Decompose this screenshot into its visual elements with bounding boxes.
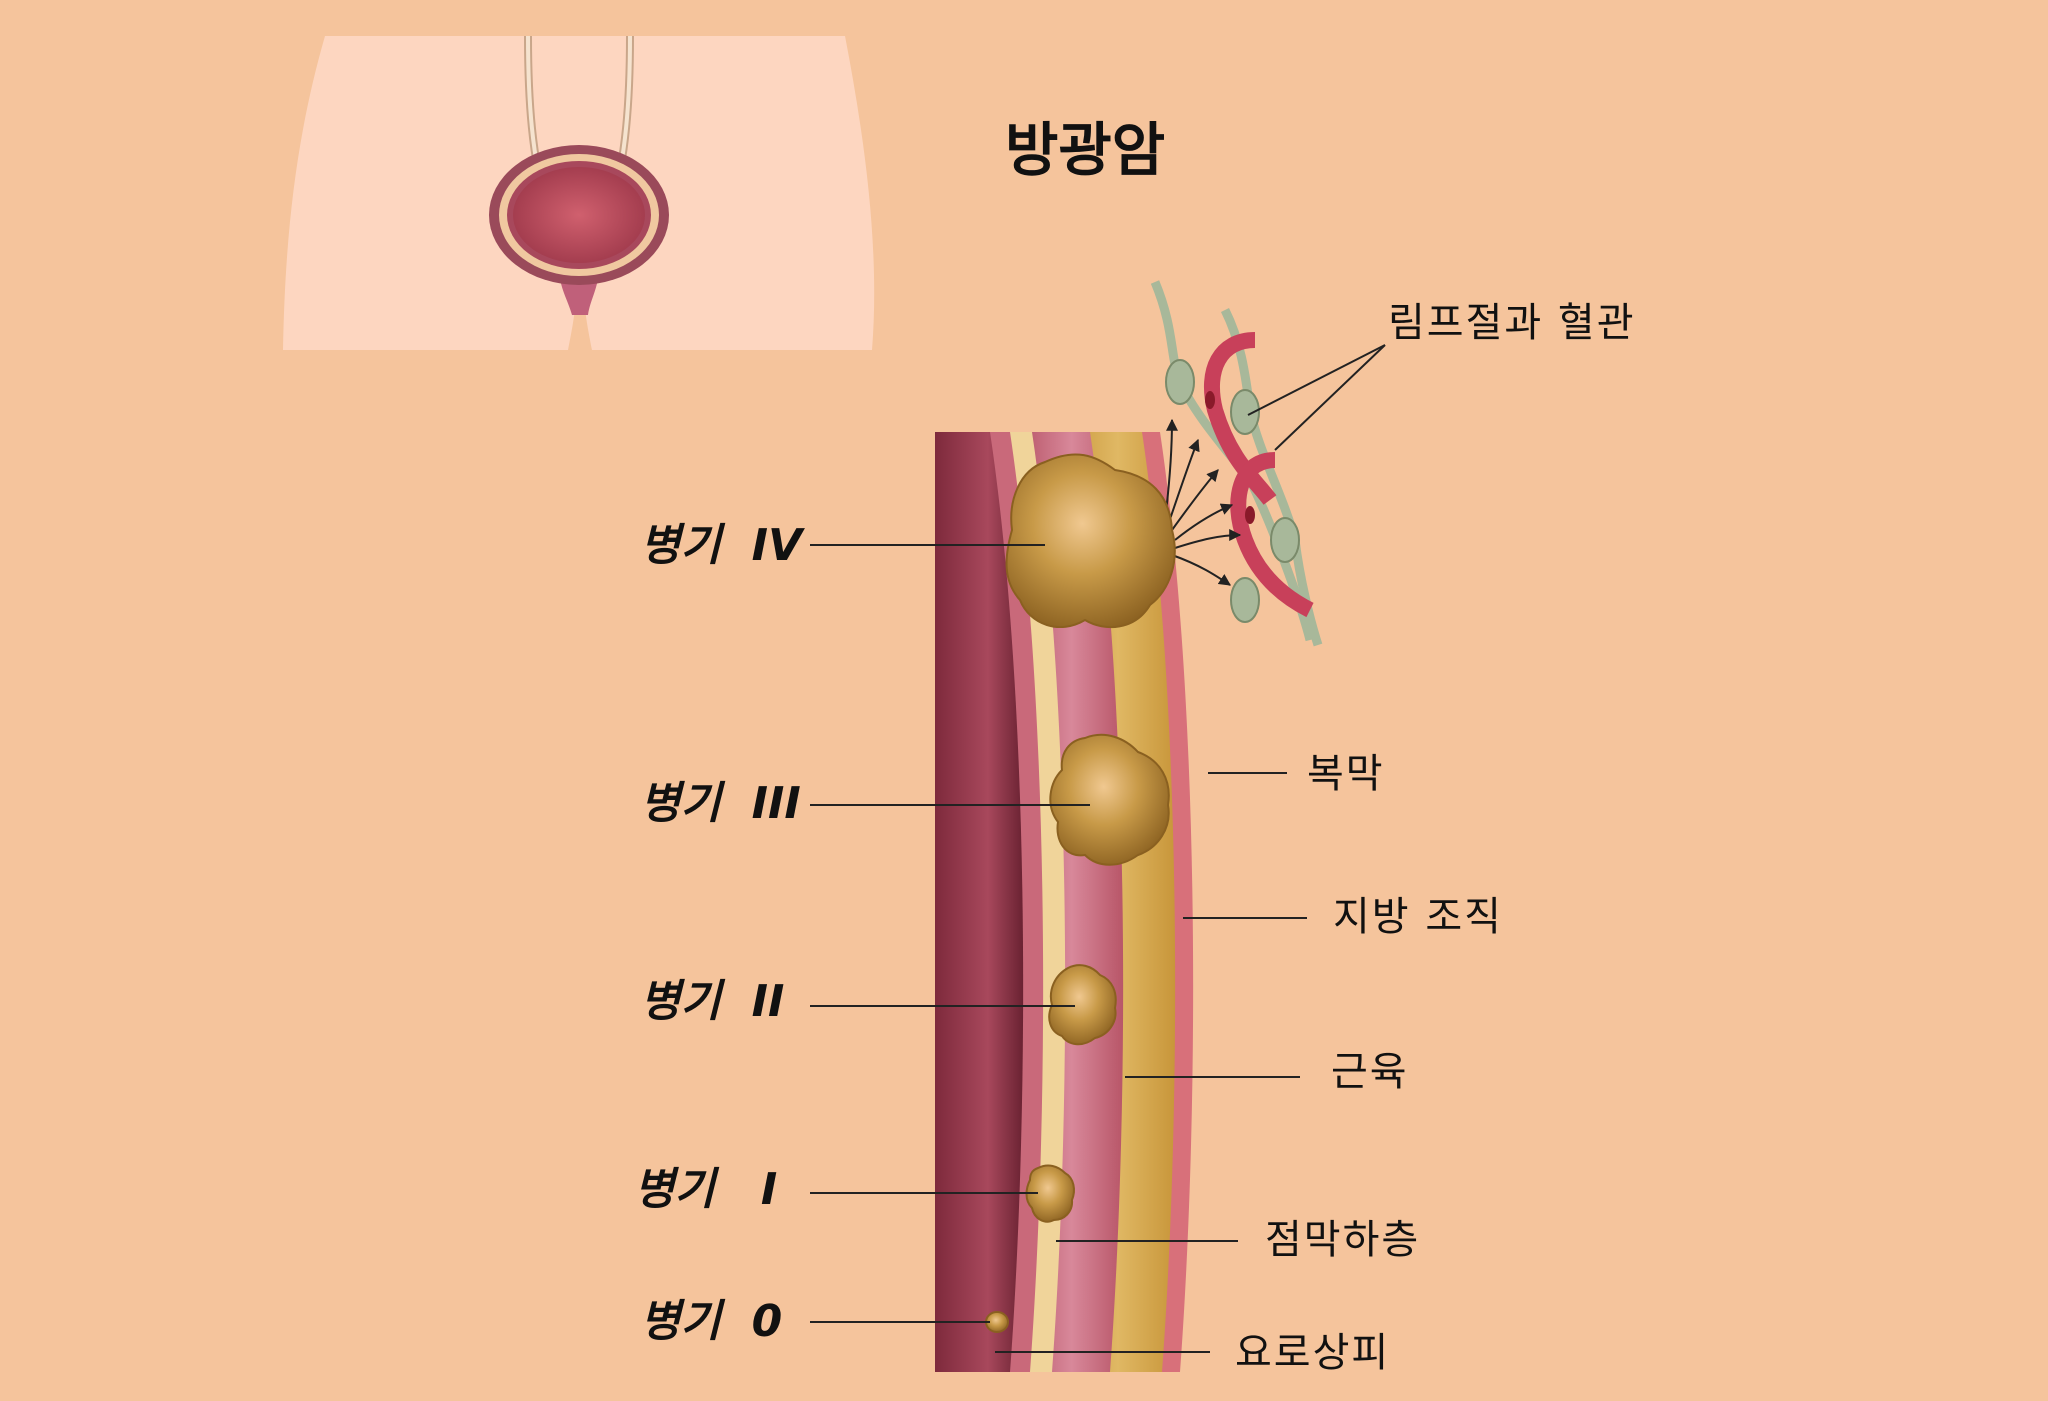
layer-label-urothelium: 요로상피 bbox=[1235, 1330, 1390, 1376]
lymph-nodes-and-vessels bbox=[1150, 280, 1323, 647]
red-blood-cell bbox=[1245, 506, 1255, 524]
layer-leaders bbox=[995, 344, 1386, 1353]
tumor-stage-3 bbox=[1049, 733, 1170, 866]
blood-vessel bbox=[1203, 332, 1277, 505]
lymph-node bbox=[1165, 359, 1195, 405]
lymph-node bbox=[1230, 577, 1260, 623]
stage-label-4: 병기 IV bbox=[640, 520, 805, 571]
stage-leaders bbox=[810, 544, 1090, 1323]
bladder-wall-layers bbox=[935, 432, 1194, 1372]
stage-label-0: 병기 0 bbox=[640, 1296, 782, 1347]
tumors bbox=[985, 453, 1176, 1333]
lymph-node bbox=[1230, 389, 1260, 435]
stage-label-1: 병기 I bbox=[634, 1164, 777, 1215]
lymph-node bbox=[1270, 517, 1300, 563]
stage-labels: 병기 IV 병기 III 병기 II 병기 I 병기 0 bbox=[634, 520, 805, 1347]
stage-label-2: 병기 II bbox=[640, 976, 784, 1027]
layer-label-fat: 지방 조직 bbox=[1333, 894, 1503, 940]
layer-labels: 림프절과 혈관 복막 지방 조직 근육 점막하층 요로상피 bbox=[1235, 300, 1636, 1376]
submucosa-layer bbox=[1005, 432, 1066, 1372]
layer-label-muscle: 근육 bbox=[1331, 1049, 1409, 1095]
lumen-wall bbox=[935, 432, 1024, 1372]
layer-label-lymph: 림프절과 혈관 bbox=[1388, 300, 1636, 346]
metastasis-arrows bbox=[1164, 418, 1242, 586]
layer-label-serosa: 복막 bbox=[1307, 751, 1385, 797]
blood-vessel bbox=[1230, 452, 1314, 618]
stage-label-3: 병기 III bbox=[640, 778, 801, 829]
body-silhouette-inset bbox=[283, 35, 875, 350]
bladder-icon bbox=[489, 145, 669, 315]
tumor-stage-1 bbox=[1025, 1164, 1075, 1223]
red-blood-cell bbox=[1205, 391, 1215, 409]
tumor-stage-4 bbox=[1005, 453, 1176, 629]
layer-label-submucosa: 점막하층 bbox=[1265, 1217, 1420, 1263]
lymph-vessel bbox=[1220, 307, 1323, 647]
urothelium-layer bbox=[985, 432, 1044, 1372]
diagram-title: 방광암 bbox=[1005, 116, 1165, 184]
